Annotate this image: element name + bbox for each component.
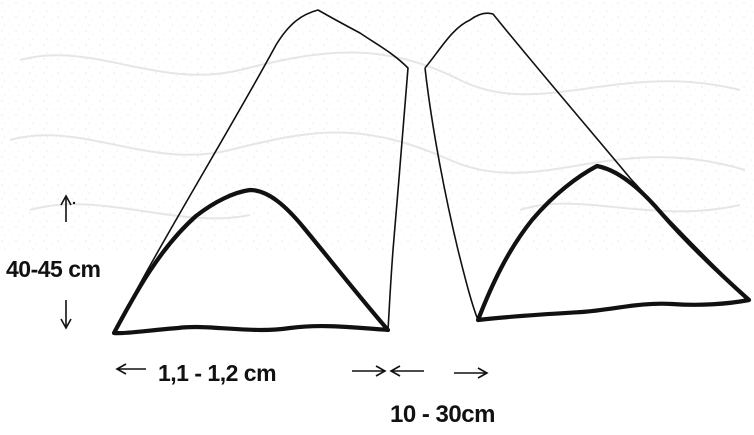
right-ridge-inner-outline xyxy=(475,163,752,323)
gap-arrow-right xyxy=(454,367,489,379)
gap-dimension-label: 10 - 30cm xyxy=(390,401,495,428)
height-dimension-label: 40-45 cm xyxy=(6,256,101,282)
width-arrow-right xyxy=(352,365,387,377)
height-arrow-dot xyxy=(72,201,76,205)
left-ridge-outer-outline xyxy=(113,9,409,334)
left-ridge-inner-outline xyxy=(111,187,391,336)
height-arrow-down-head xyxy=(60,318,72,330)
height-arrow-up-head xyxy=(60,194,72,206)
gap-arrow-left xyxy=(389,365,424,377)
background-texture xyxy=(0,0,754,250)
background-contour-lines xyxy=(9,51,746,220)
width-dimension-label: 1,1 - 1,2 cm xyxy=(158,360,277,386)
width-arrow-left xyxy=(115,363,146,375)
